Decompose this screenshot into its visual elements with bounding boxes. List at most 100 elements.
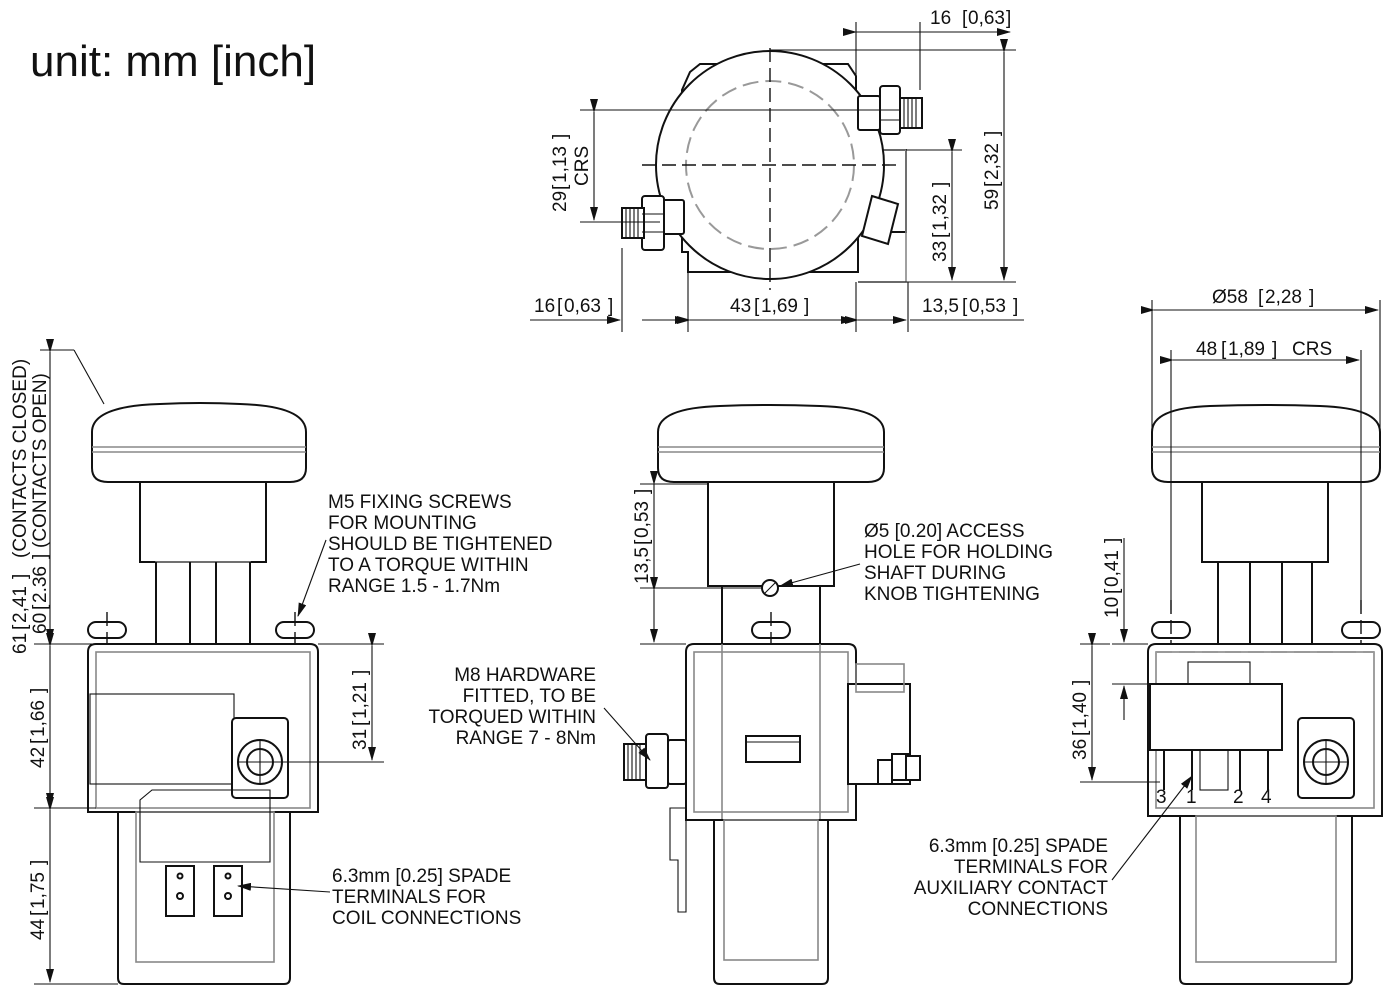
access-note-line-3: SHAFT DURING [864,563,1006,584]
access-note-line-4: KNOB TIGHTENING [864,584,1040,605]
side-stem [707,481,835,587]
front-knob [91,402,307,483]
rear-view: 3 1 2 4 Ø58 [ 2,28 ] 48 [ 1,89 ] CRS 10 … [914,287,1383,985]
svg-text:]: ] [1013,296,1018,317]
dim-44-inch: 1,75 [28,872,49,909]
svg-text:]: ] [28,688,49,693]
svg-text:[: [ [28,738,49,744]
svg-text:]: ] [608,296,613,317]
dim-31-value: 31 [350,729,371,750]
side-dim-13-5-inch: 0,53 [632,501,653,538]
screw-note-line-1: M5 FIXING SCREWS [328,492,512,513]
svg-text:]: ] [982,131,1003,136]
dim-42-inch: 1,66 [28,700,49,737]
svg-text:[: [ [30,604,51,610]
access-note-line-2: HOLE FOR HOLDING [864,542,1053,563]
svg-text:]: ] [1102,538,1123,543]
svg-text:]: ] [550,134,571,139]
svg-text:[: [ [28,910,49,916]
m8-note-line-3: TORQUED WITHIN [429,707,596,728]
dim-61-note: (CONTACTS CLOSED) [10,359,31,558]
svg-text:[: [ [930,232,951,238]
svg-text:]: ] [10,574,31,579]
aux-terminal-1: 1 [1186,787,1197,808]
side-body [685,643,857,821]
dim-10-inch: 0,41 [1102,550,1123,587]
aux-note-line-2: TERMINALS FOR [954,857,1108,878]
rear-coil-housing [1179,815,1353,985]
svg-text:]: ] [804,296,809,317]
dim-42-value: 42 [28,747,49,768]
dim-43-inch: 1,69 [761,296,798,317]
coil-note-line-2: TERMINALS FOR [332,887,486,908]
dim-29-inch: 1,13 [550,146,571,183]
dim-33-value: 33 [930,241,951,262]
dim-10-value: 10 [1102,597,1123,618]
dim-top-16-value: 16 [930,8,951,29]
dim-48-inch: 1,89 [1228,339,1265,360]
rear-knob [1151,404,1381,483]
svg-text:[: [ [962,296,968,317]
dim-61-value: 61 [10,633,31,654]
side-label [745,735,801,763]
svg-text:[: [ [1258,287,1264,308]
dim-48-crs: CRS [1292,339,1332,360]
svg-text:[: [ [754,296,760,317]
front-view: 61 [ 2,41 ] (CONTACTS CLOSED) 60 [ 2.36 … [10,339,553,985]
svg-text:]: ] [1309,287,1314,308]
unit-label: unit: mm [inch] [30,37,316,86]
dim-36-value: 36 [1070,739,1091,760]
aux-terminal-2: 2 [1233,787,1244,808]
dim-58-value: Ø58 [1212,287,1248,308]
aux-note-line-1: 6.3mm [0.25] SPADE [929,836,1108,857]
aux-note-line-4: CONNECTIONS [968,899,1108,920]
m8-stud [623,743,647,781]
dim-13-5-inch: 0,53 [969,296,1006,317]
dim-60-value: 60 [30,613,51,634]
front-coil-housing [117,811,291,985]
screw-note-line-3: SHOULD BE TIGHTENED [328,534,553,555]
dim-29-crs: CRS [572,146,593,186]
m8-note-line-2: FITTED, TO BE [463,686,596,707]
svg-text:[: [ [1221,339,1227,360]
screw-note-line-2: FOR MOUNTING [328,513,477,534]
svg-text:[: [ [557,296,563,317]
dim-36-inch: 1,40 [1070,692,1091,729]
svg-text:[: [ [350,720,371,726]
top-view: 16 [ 0,63 ] 59 [ 2,32 ] 33 [ 1,32 ] 29 [… [530,8,1024,332]
dim-43-value: 43 [730,296,751,317]
svg-text:]: ] [930,182,951,187]
dim-bottom-16-inch: 0,63 [564,296,601,317]
svg-text:]: ] [30,554,51,559]
svg-text:[: [ [962,8,968,29]
dim-60-note: (CONTACTS OPEN) [30,373,51,548]
coil-note-line-3: COIL CONNECTIONS [332,908,521,929]
side-dim-13-5-value: 13,5 [632,547,653,584]
rear-aux-block [1149,683,1283,751]
aux-terminal-3: 3 [1156,787,1167,808]
svg-text:]: ] [1070,680,1091,685]
svg-text:]: ] [350,670,371,675]
dim-44-value: 44 [28,918,49,940]
svg-text:[: [ [1102,588,1123,594]
svg-text:]: ] [28,860,49,865]
dim-61-inch: 2,41 [10,586,31,623]
svg-text:[: [ [10,624,31,630]
dim-bottom-16-value: 16 [534,296,555,317]
aux-terminal-4: 4 [1261,787,1272,808]
dim-58-inch: 2,28 [1265,287,1302,308]
dim-31-inch: 1,21 [350,682,371,719]
access-note-line-1: Ø5 [0.20] ACCESS [864,521,1025,542]
side-view: 13,5 [ 0,53 ] Ø5 [0.20] ACCESS HOLE FOR … [429,404,1053,985]
dim-60-inch: 2.36 [30,566,51,603]
dim-13-5-value: 13,5 [922,296,959,317]
svg-text:[: [ [1070,730,1091,736]
svg-text:[: [ [982,181,1003,187]
side-coil-housing [713,819,829,985]
svg-text:[: [ [632,539,653,545]
dim-48-value: 48 [1196,339,1217,360]
dim-top-16-inch: 0,63 [968,8,1005,29]
svg-text:]: ] [632,489,653,494]
dim-59-value: 59 [982,189,1003,210]
